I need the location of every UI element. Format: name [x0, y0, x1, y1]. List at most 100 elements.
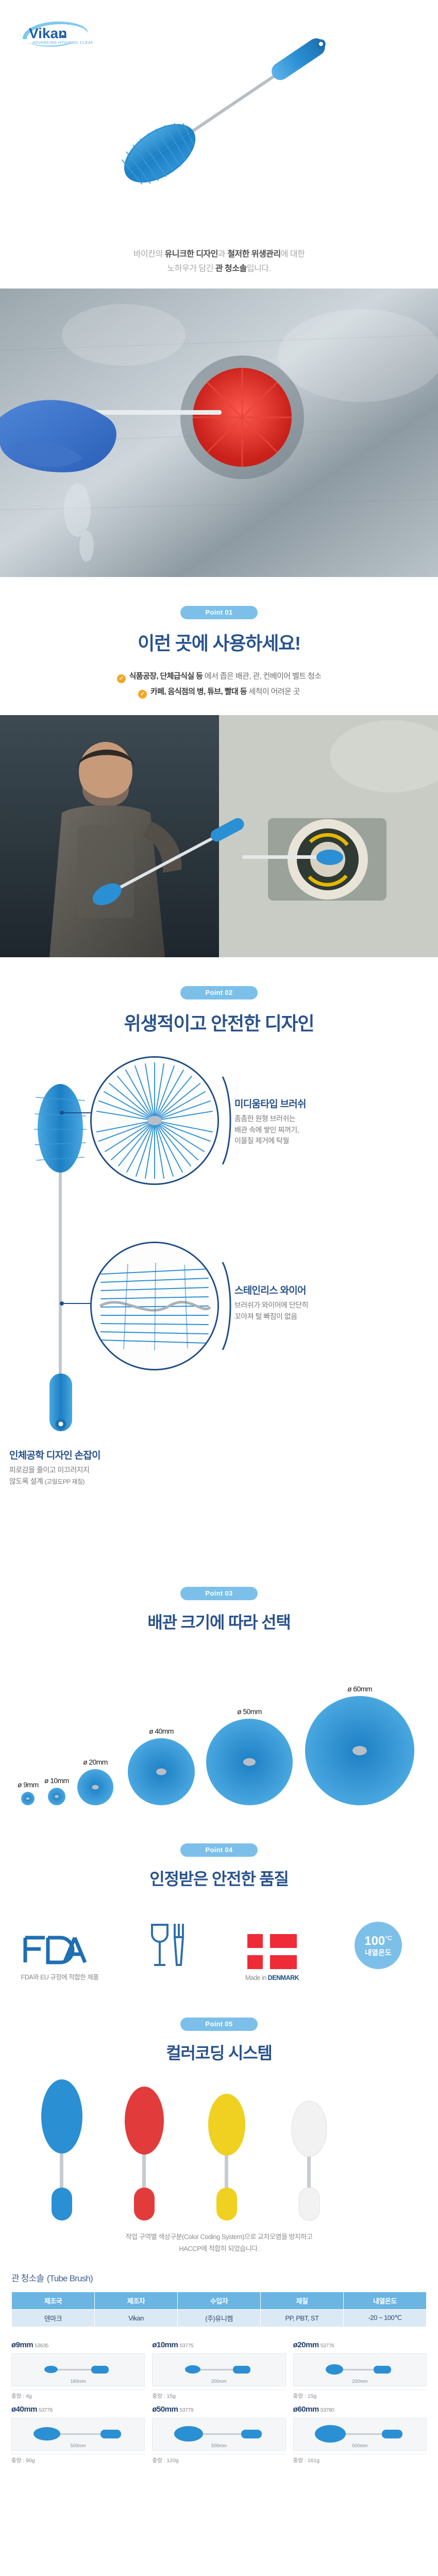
spec-card-figure: 200mm — [293, 2353, 427, 2386]
point-04-badge: Point 04 — [180, 1843, 258, 1857]
cell-value: -20 ~ 100℃ — [343, 2309, 427, 2327]
point-01-bullets: ✓식품공장, 단체급식실 등 에서 좁은 배관, 관, 컨베이어 벨트 청소 ✓… — [0, 669, 438, 700]
point-02-section: Point 02 위생적이고 안전한 디자인 — [0, 957, 438, 1571]
spec-card-weight: 중량 : 4g — [11, 2389, 145, 2400]
size-item: ø 10mm — [44, 1776, 69, 1805]
cert-made-in-denmark: Made in DENMARK — [231, 1915, 313, 1981]
spec-card-length: 180mm — [70, 2378, 86, 2384]
cert-fda: FDA와 EU 규정에 적합한 제품 — [19, 1912, 101, 1981]
spec-section: 관 청소솔 (Tube Brush) 제조국 제조자 수입자 재질 내열온도 덴… — [0, 2270, 438, 2485]
cert-caption: Made in DENMARK — [245, 1974, 299, 1981]
spec-card-weight: 중량 : 15g — [152, 2389, 286, 2400]
point-05-badge: Point 05 — [180, 2018, 258, 2031]
hero-line-2: 노하우가 담긴 관 청소솔입니다. — [167, 264, 271, 273]
size-item: ø 50mm — [206, 1707, 293, 1805]
size-item: ø 40mm — [128, 1727, 195, 1805]
diagram-brush-image — [34, 1084, 87, 1431]
point-01-badge: Point 01 — [180, 606, 258, 619]
spec-card-length: 200mm — [352, 2378, 368, 2384]
size-item: ø 9mm — [18, 1781, 39, 1805]
certification-list: FDA와 EU 규정에 적합한 제품 — [0, 1912, 438, 1981]
point-03-badge: Point 03 — [180, 1587, 258, 1600]
cert-caption: FDA와 EU 규정에 적합한 제품 — [21, 1974, 99, 1981]
cell-value: Vikan — [94, 2309, 178, 2327]
point-04-section: Point 04 인정받은 안전한 품질 FDA와 EU 규정에 적합한 제품 — [0, 1821, 438, 2002]
spec-card-figure: 180mm — [11, 2353, 145, 2386]
size-item: ø 60mm — [305, 1685, 414, 1805]
table-row: 덴마크 Vikan (주)유니켐 PP, PBT, ST -20 ~ 100℃ — [11, 2309, 427, 2327]
spec-card-figure: 500mm — [293, 2417, 427, 2451]
point-05-section: Point 05 컬러코딩 시스템 — [0, 2002, 438, 2270]
cert-food-safe — [125, 1915, 207, 1981]
denmark-flag-icon — [247, 1934, 297, 1969]
callout-title: 미디움타입 브러쉬 — [234, 1099, 307, 1110]
spec-card-length: 500mm — [70, 2443, 86, 2448]
spec-meta-table: 제조국 제조자 수입자 재질 내열온도 덴마크 Vikan (주)유니켐 PP,… — [11, 2291, 427, 2327]
callout-desc: 촘촘한 원형 브러쉬는 배관 속에 쌓인 찌꺼기, 이물질 제거에 탁월 — [234, 1114, 299, 1145]
point-04-title: 인정받은 안전한 품질 — [149, 1870, 289, 1888]
zoom-circle-brush-head — [90, 1056, 219, 1185]
size-disc — [128, 1738, 195, 1805]
food-safe-icon — [125, 1915, 207, 1969]
hero-section: Vikan ADVANCING HYGIENIC CLEANING — [0, 0, 438, 289]
point-03-title: 배관 크기에 따라 선택 — [147, 1613, 291, 1632]
col-header: 수입자 — [177, 2291, 261, 2310]
size-label: ø 40mm — [149, 1727, 174, 1735]
callout-lead-lines — [60, 1076, 231, 1350]
check-circle-icon: ✓ — [138, 690, 147, 699]
callout-title: 인체공학 디자인 손잡이 — [9, 1450, 101, 1461]
point-02-badge: Point 02 — [180, 986, 258, 999]
check-circle-icon: ✓ — [116, 674, 126, 683]
spec-card-figure: 500mm — [152, 2417, 286, 2451]
cell-value: 덴마크 — [11, 2309, 95, 2327]
size-item: ø 20mm — [77, 1758, 113, 1805]
col-header: 내열온도 — [343, 2291, 427, 2310]
photo-pipe-cleaning — [0, 289, 438, 577]
bullet-item: ✓식품공장, 단체급식실 등 에서 좁은 배관, 관, 컨베이어 벨트 청소 — [0, 669, 438, 684]
vikan-logo: Vikan ADVANCING HYGIENIC CLEANING — [15, 14, 93, 47]
col-header: 재질 — [260, 2291, 344, 2310]
handle-desc-note: (고밀도PP 재질) — [44, 1478, 85, 1485]
svg-text:ADVANCING HYGIENIC CLEANING: ADVANCING HYGIENIC CLEANING — [32, 40, 93, 45]
spec-card-length: 500mm — [211, 2443, 227, 2448]
zoom-circle-wire — [90, 1242, 219, 1370]
spec-card-weight: 중량 : 90g — [11, 2453, 145, 2464]
design-diagram: 미디움타입 브러쉬 촘촘한 원형 브러쉬는 배관 속에 쌓인 찌꺼기, 이물질 … — [0, 1036, 438, 1571]
cc-caption-line1: 작업 구역별 색상구분(Color Coding System)으로 교차오염을… — [125, 2233, 313, 2241]
col-header: 제조자 — [94, 2291, 178, 2310]
spec-card-weight: 중량 : 15g — [293, 2389, 427, 2400]
color-coding-caption: 작업 구역별 색상구분(Color Coding System)으로 교차오염을… — [0, 2231, 438, 2255]
size-disc — [47, 1788, 65, 1805]
size-disc — [206, 1719, 293, 1805]
callout-desc: 브러쉬가 와이어에 단단히 꼬아져 털 빠짐이 없음 — [234, 1301, 308, 1320]
callout-medium-brush: 미디움타입 브러쉬 촘촘한 원형 브러쉬는 배관 속에 쌓인 찌꺼기, 이물질 … — [234, 1096, 405, 1147]
callout-title: 스테인리스 와이어 — [234, 1285, 307, 1296]
spec-card-weight: 중량 : 161g — [293, 2453, 427, 2464]
size-label: ø 60mm — [347, 1685, 372, 1693]
size-label: ø 20mm — [83, 1758, 108, 1766]
callout-stainless-wire: 스테인리스 와이어 브러쉬가 와이어에 단단히 꼬아져 털 빠짐이 없음 — [234, 1283, 405, 1322]
cc-caption-line2: HACCP에 적합히 되었습니다. — [179, 2245, 259, 2253]
spec-card-weight: 중량 : 120g — [152, 2453, 286, 2464]
hero-product-image — [121, 38, 326, 185]
svg-text:Vikan: Vikan — [29, 25, 67, 41]
hero-line-1: 바이칸의 유니크한 디자인과 철저한 위생관리에 대한 — [133, 250, 305, 259]
cell-value: PP, PBT, ST — [260, 2309, 344, 2327]
cell-value: (주)유니켐 — [177, 2309, 261, 2327]
point-03-section: Point 03 배관 크기에 따라 선택 ø 9mm ø 10mm ø 20m… — [0, 1571, 438, 1821]
size-comparison: ø 9mm ø 10mm ø 20mm ø 40mm ø 50mm ø 60mm — [0, 1651, 438, 1821]
handle-desc-line2: 않도록 설계 — [9, 1477, 43, 1485]
size-label: ø 50mm — [237, 1707, 262, 1716]
spec-card-length: 500mm — [352, 2443, 368, 2448]
point-02-title: 위생적이고 안전한 디자인 — [124, 1013, 315, 1034]
hero-copy: 바이칸의 유니크한 디자인과 철저한 위생관리에 대한 노하우가 담긴 관 청소… — [0, 247, 438, 276]
size-disc — [77, 1769, 113, 1805]
spec-card-length: 200mm — [211, 2378, 227, 2384]
size-disc — [21, 1792, 35, 1805]
